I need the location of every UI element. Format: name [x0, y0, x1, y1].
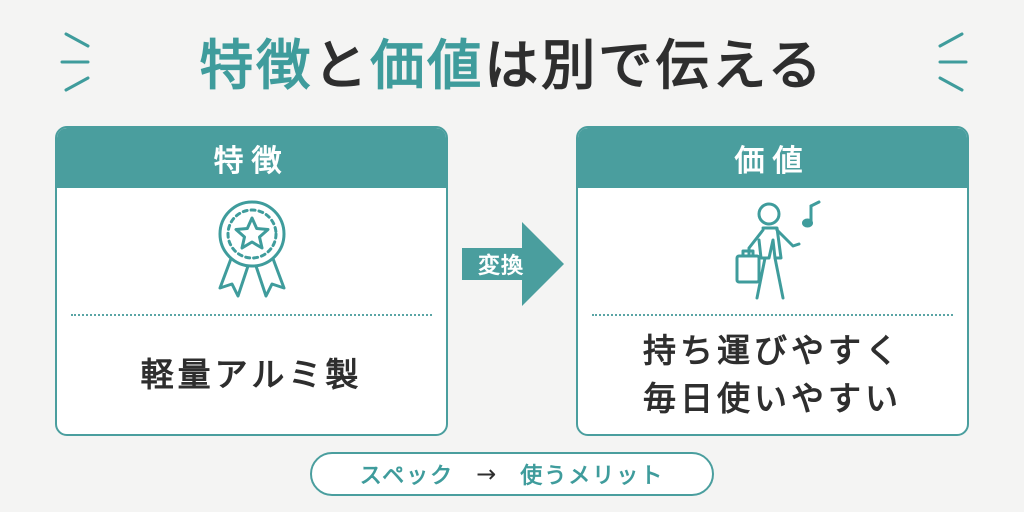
features-text: 軽量アルミ製 — [140, 355, 363, 395]
value-text-line1: 持ち運びやすく — [643, 331, 902, 371]
award-ribbon-star-icon — [218, 200, 285, 298]
features-card-header: 特徴 — [57, 128, 446, 188]
right-arrow-icon — [462, 222, 564, 306]
person-walking-with-bag-music-note-icon — [735, 200, 820, 300]
title-features: 特徴 — [199, 33, 314, 97]
title-rest: は別で伝える — [484, 33, 825, 97]
pill-benefit-label: 使うメリット — [520, 464, 665, 489]
value-divider — [592, 314, 953, 316]
value-text-line2: 毎日使いやすい — [643, 379, 902, 418]
pill-spec-label: スペック — [359, 464, 455, 489]
title-value: 価値 — [370, 33, 485, 97]
value-card-header: 価値 — [578, 128, 967, 188]
value-card: 価値 持ち運びやすく 毎日使いやすい — [576, 126, 969, 436]
pill-arrow-icon: → — [476, 460, 499, 488]
page-title: 特徴 と 価値 は別で伝える — [0, 20, 1024, 100]
left-burst-icon — [60, 32, 90, 92]
features-card: 特徴 軽量アルミ製 — [55, 126, 448, 436]
right-burst-icon — [938, 32, 968, 92]
title-particle: と — [313, 33, 371, 97]
features-divider — [71, 314, 432, 316]
spec-to-benefit-pill: スペック → 使うメリット — [310, 452, 714, 496]
convert-label: 変換 — [477, 254, 524, 279]
